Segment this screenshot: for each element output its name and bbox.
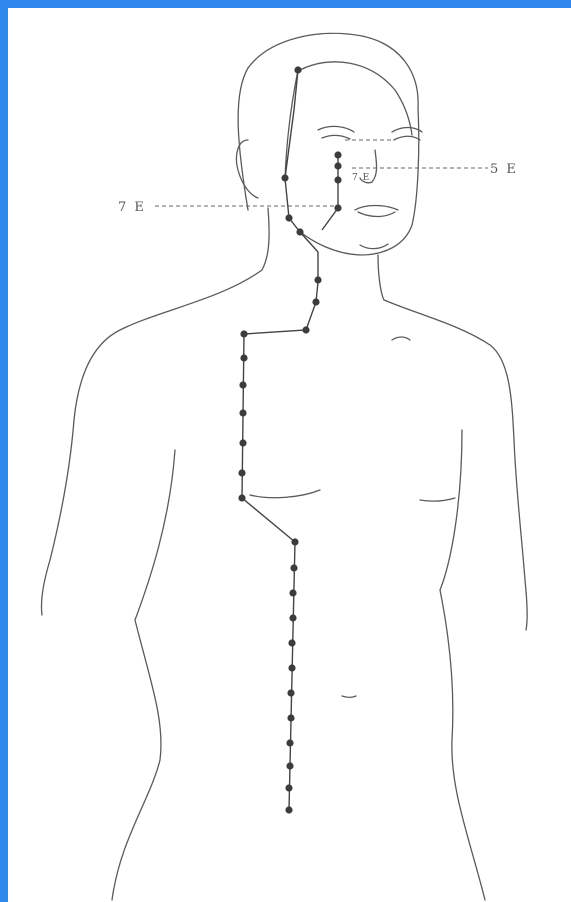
acupoint xyxy=(287,714,294,721)
acupoint xyxy=(289,614,296,621)
acupoint xyxy=(286,739,293,746)
meridian-head-segment xyxy=(285,70,318,252)
acupoint xyxy=(285,214,292,221)
acupoint xyxy=(240,330,247,337)
collarbone xyxy=(392,337,410,340)
acupoint xyxy=(312,298,319,305)
neck-right xyxy=(378,255,384,300)
meridian-diagram: 5 E 7 E 7 E xyxy=(8,8,571,902)
hairline xyxy=(285,62,412,180)
acupoint xyxy=(294,66,301,73)
left-shoulder-arm xyxy=(41,270,262,615)
label-7e-left: 7 E xyxy=(118,200,146,215)
chest-line-left xyxy=(250,490,320,498)
acupoint xyxy=(239,381,246,388)
acupoint xyxy=(334,162,341,169)
right-shoulder-arm xyxy=(384,300,527,630)
acupoint xyxy=(288,664,295,671)
meridian-chest-segment xyxy=(242,334,295,542)
acupoint xyxy=(291,538,298,545)
acupoint xyxy=(289,589,296,596)
acupoint xyxy=(286,762,293,769)
acupoint xyxy=(314,276,321,283)
mouth xyxy=(355,206,398,217)
chest-line-right xyxy=(420,498,455,501)
label-5e: 5 E xyxy=(490,162,518,177)
acupoint xyxy=(334,204,341,211)
navel xyxy=(342,696,356,698)
acupoint xyxy=(281,174,288,181)
acupoint xyxy=(238,469,245,476)
acupoint xyxy=(290,564,297,571)
acupoint xyxy=(302,326,309,333)
acupoint xyxy=(334,151,341,158)
acupoint xyxy=(239,409,246,416)
acupoint xyxy=(285,806,292,813)
diagram-frame: 5 E 7 E 7 E xyxy=(8,8,571,902)
acupoint xyxy=(238,494,245,501)
acupoint xyxy=(240,354,247,361)
acupoint xyxy=(334,176,341,183)
left-eye xyxy=(318,126,354,139)
neck-left xyxy=(262,208,269,270)
acupoint xyxy=(296,228,303,235)
label-7e-mid: 7 E xyxy=(352,173,370,183)
right-eye xyxy=(392,128,422,141)
acupoint xyxy=(285,784,292,791)
chin xyxy=(360,244,388,249)
acupoint xyxy=(239,439,246,446)
acupoint xyxy=(287,689,294,696)
left-torso xyxy=(112,450,175,900)
acupoints xyxy=(238,66,341,813)
meridian-neck-segment xyxy=(244,252,318,334)
acupoint xyxy=(288,639,295,646)
meridian-abdomen-segment xyxy=(289,542,295,810)
